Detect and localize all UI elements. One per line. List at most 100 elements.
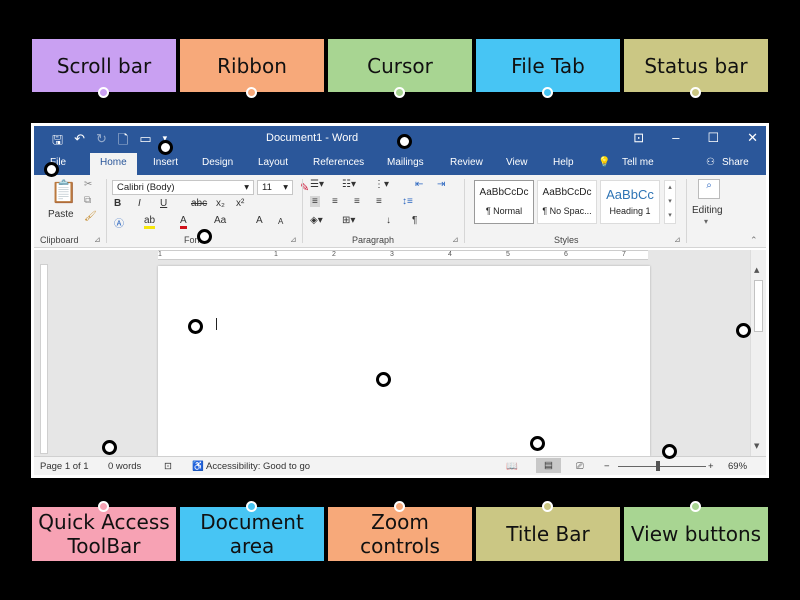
read-mode-icon[interactable]: 📖 xyxy=(506,461,518,472)
multilevel-list-icon[interactable]: ⋮▾ xyxy=(374,179,390,190)
dialog-launcher-icon[interactable]: ⊿ xyxy=(94,235,101,244)
tab-mailings[interactable]: Mailings xyxy=(387,157,424,168)
document-title: Document1 - Word xyxy=(266,132,359,144)
shading-icon[interactable]: ◈▾ xyxy=(310,215,323,226)
copy-icon[interactable]: ⧉ xyxy=(84,195,92,206)
subscript-button[interactable]: x₂ xyxy=(216,198,225,209)
text-effects-icon[interactable]: Ⓐ xyxy=(114,219,124,230)
increase-indent-icon[interactable]: ⇥ xyxy=(437,179,446,190)
tab-help[interactable]: Help xyxy=(553,157,574,168)
tab-file[interactable]: File xyxy=(50,157,67,168)
marker-title-bar xyxy=(397,134,412,149)
web-layout-icon[interactable]: ⎚ xyxy=(576,461,584,472)
connector-dot xyxy=(98,87,109,98)
marker-view-buttons xyxy=(530,436,545,451)
proofing-icon[interactable]: ⊡ xyxy=(164,461,172,472)
editing-button[interactable]: Editing xyxy=(692,205,723,216)
connector-dot xyxy=(98,501,109,512)
align-left-icon[interactable]: ≡ xyxy=(310,196,320,207)
cut-icon[interactable]: ✂ xyxy=(84,179,93,190)
grow-font-button[interactable]: A xyxy=(256,215,263,226)
zoom-in-icon[interactable]: + xyxy=(708,461,714,472)
styles-gallery-scroll[interactable]: ▴▾▾ xyxy=(664,180,676,224)
maximize-icon[interactable]: ☐ xyxy=(707,130,720,145)
font-color-icon[interactable]: A xyxy=(180,215,187,229)
quick-access-toolbar: 🖫 ↶ ↻ 🗋 ▭ ▾ xyxy=(52,131,167,153)
collapse-ribbon-icon[interactable]: ⌃ xyxy=(750,235,758,245)
align-right-icon[interactable]: ≡ xyxy=(354,196,360,207)
zoom-slider[interactable] xyxy=(618,466,706,467)
font-name-combo[interactable]: Calibri (Body)▾ xyxy=(112,180,254,195)
label-file-tab: File Tab xyxy=(476,39,620,98)
sort-icon[interactable]: ↓ xyxy=(386,215,391,226)
decrease-indent-icon[interactable]: ⇤ xyxy=(415,179,424,190)
accessibility-status[interactable]: Accessibility: Good to go xyxy=(206,461,311,472)
zoom-out-icon[interactable]: − xyxy=(604,461,610,472)
paste-icon[interactable]: 📋 xyxy=(50,179,78,204)
strikethrough-button[interactable]: abc xyxy=(191,198,208,209)
tab-layout[interactable]: Layout xyxy=(258,157,289,168)
print-layout-icon[interactable]: ▤ xyxy=(536,458,561,473)
scroll-up-icon[interactable]: ▲ xyxy=(754,266,760,274)
pilcrow-icon[interactable]: ¶ xyxy=(412,215,418,226)
tab-references[interactable]: References xyxy=(313,157,365,168)
superscript-button[interactable]: x² xyxy=(236,198,245,209)
line-spacing-icon[interactable]: ↕≡ xyxy=(402,196,413,207)
align-center-icon[interactable]: ≡ xyxy=(332,196,338,207)
numbering-icon[interactable]: ☷▾ xyxy=(342,179,356,190)
zoom-slider-thumb[interactable] xyxy=(655,461,660,471)
format-painter-icon[interactable]: 🖌 xyxy=(84,211,97,222)
italic-button[interactable]: I xyxy=(138,198,141,209)
marker-qat xyxy=(158,140,173,155)
undo-icon[interactable]: ↶ xyxy=(74,131,85,146)
underline-button[interactable]: U xyxy=(160,198,168,209)
change-case-button[interactable]: Aa xyxy=(214,215,227,226)
clear-formatting-icon[interactable]: ✎ xyxy=(300,182,310,194)
style-no-spacing[interactable]: AaBbCcDc¶ No Spac... xyxy=(537,180,597,224)
zoom-level[interactable]: 69% xyxy=(728,461,748,472)
tab-insert[interactable]: Insert xyxy=(153,157,179,168)
justify-icon[interactable]: ≡ xyxy=(376,196,382,207)
tab-design[interactable]: Design xyxy=(202,157,234,168)
chevron-down-icon: ▾ xyxy=(283,182,288,193)
vertical-scrollbar[interactable]: ▲ ▼ xyxy=(750,250,766,456)
close-icon[interactable]: ✕ xyxy=(747,130,758,145)
tab-home[interactable]: Home xyxy=(90,153,137,175)
style-normal[interactable]: AaBbCcDc¶ Normal xyxy=(474,180,534,224)
label-status-bar: Status bar xyxy=(624,39,768,98)
dialog-launcher-icon[interactable]: ⊿ xyxy=(452,235,459,244)
share-button[interactable]: Share xyxy=(722,157,749,168)
bullets-icon[interactable]: ☰▾ xyxy=(310,179,324,190)
connector-dot xyxy=(690,87,701,98)
divider xyxy=(302,179,303,243)
paste-button[interactable]: Paste xyxy=(48,209,74,220)
dialog-launcher-icon[interactable]: ⊿ xyxy=(290,235,297,244)
font-size-combo[interactable]: 11▾ xyxy=(257,180,293,195)
horizontal-ruler: 1 1 2 3 4 5 6 7 xyxy=(158,250,648,260)
tell-me-search[interactable]: Tell me xyxy=(622,157,654,168)
shrink-font-button[interactable]: A xyxy=(278,217,284,226)
scroll-thumb[interactable] xyxy=(754,280,763,332)
customize-icon[interactable]: ▾ xyxy=(162,133,168,143)
clipboard-group-label: Clipboard xyxy=(40,235,79,245)
accessibility-icon: ♿ xyxy=(192,461,204,472)
scroll-down-icon[interactable]: ▼ xyxy=(754,442,760,450)
redo-icon[interactable]: ↻ xyxy=(95,131,107,146)
new-doc-icon[interactable]: 🗋 xyxy=(117,132,129,147)
save-icon[interactable]: 🖫 xyxy=(52,132,64,147)
minimize-icon[interactable]: – xyxy=(672,130,680,145)
touch-icon[interactable]: ▭ xyxy=(139,131,152,146)
bold-button[interactable]: B xyxy=(114,198,122,209)
highlight-icon[interactable]: ab xyxy=(144,215,156,229)
tab-review[interactable]: Review xyxy=(450,157,483,168)
chevron-down-icon: ▾ xyxy=(244,182,249,193)
find-icon[interactable]: ⌕ xyxy=(698,179,720,199)
document-page[interactable] xyxy=(158,266,650,456)
tab-view[interactable]: View xyxy=(506,157,528,168)
dialog-launcher-icon[interactable]: ⊿ xyxy=(674,235,681,244)
word-count[interactable]: 0 words xyxy=(108,461,142,472)
ribbon-display-icon[interactable]: ⊡ xyxy=(633,130,645,145)
borders-icon[interactable]: ⊞▾ xyxy=(342,215,356,226)
page-count[interactable]: Page 1 of 1 xyxy=(40,461,89,472)
